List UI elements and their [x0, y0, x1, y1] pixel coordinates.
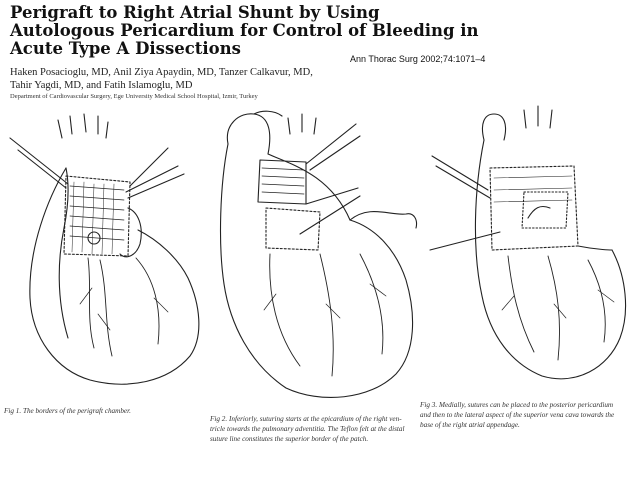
caption-line: Fig 2. Inferiorly, suturing starts at th… [210, 415, 402, 423]
author-list: Haken Posacioglu, MD, Anil Ziya Apaydin,… [10, 66, 370, 92]
caption-line: Fig 1. The borders of the perigraft cham… [4, 407, 131, 415]
title-line: Perigraft to Right Atrial Shunt by Using [10, 3, 380, 22]
figure-2-caption: Fig 2. Inferiorly, suturing starts at th… [210, 414, 405, 444]
article-title: Perigraft to Right Atrial Shunt by Using… [10, 3, 479, 58]
caption-line: suture line constitutes the superior bor… [210, 435, 369, 443]
department-affiliation: Department of Cardiovascular Surgery, Eg… [10, 93, 258, 100]
figure-3-caption: Fig 3. Medially, sutures can be placed t… [420, 400, 614, 430]
title-line: Autologous Pericardium for Control of Bl… [10, 21, 479, 40]
author-line: Tahir Yagdi, MD, and Fatih Islamoglu, MD [10, 80, 193, 91]
figure-1-caption: Fig 1. The borders of the perigraft cham… [4, 406, 131, 416]
caption-line: and then to the lateral aspect of the su… [420, 411, 615, 419]
caption-line: tricle towards the pulmonary adventitia.… [210, 425, 405, 433]
author-line: Haken Posacioglu, MD, Anil Ziya Apaydin,… [10, 67, 313, 78]
caption-line: base of the right atrial appendage. [420, 421, 520, 429]
caption-line: Fig 3. Medially, sutures can be placed t… [420, 401, 614, 409]
figure-3-illustration [428, 100, 630, 390]
figure-1-illustration [8, 108, 208, 400]
figure-2-illustration [210, 104, 422, 410]
journal-citation: Ann Thorac Surg 2002;74:1071–4 [350, 54, 486, 64]
title-line: Acute Type A Dissections [10, 39, 241, 58]
